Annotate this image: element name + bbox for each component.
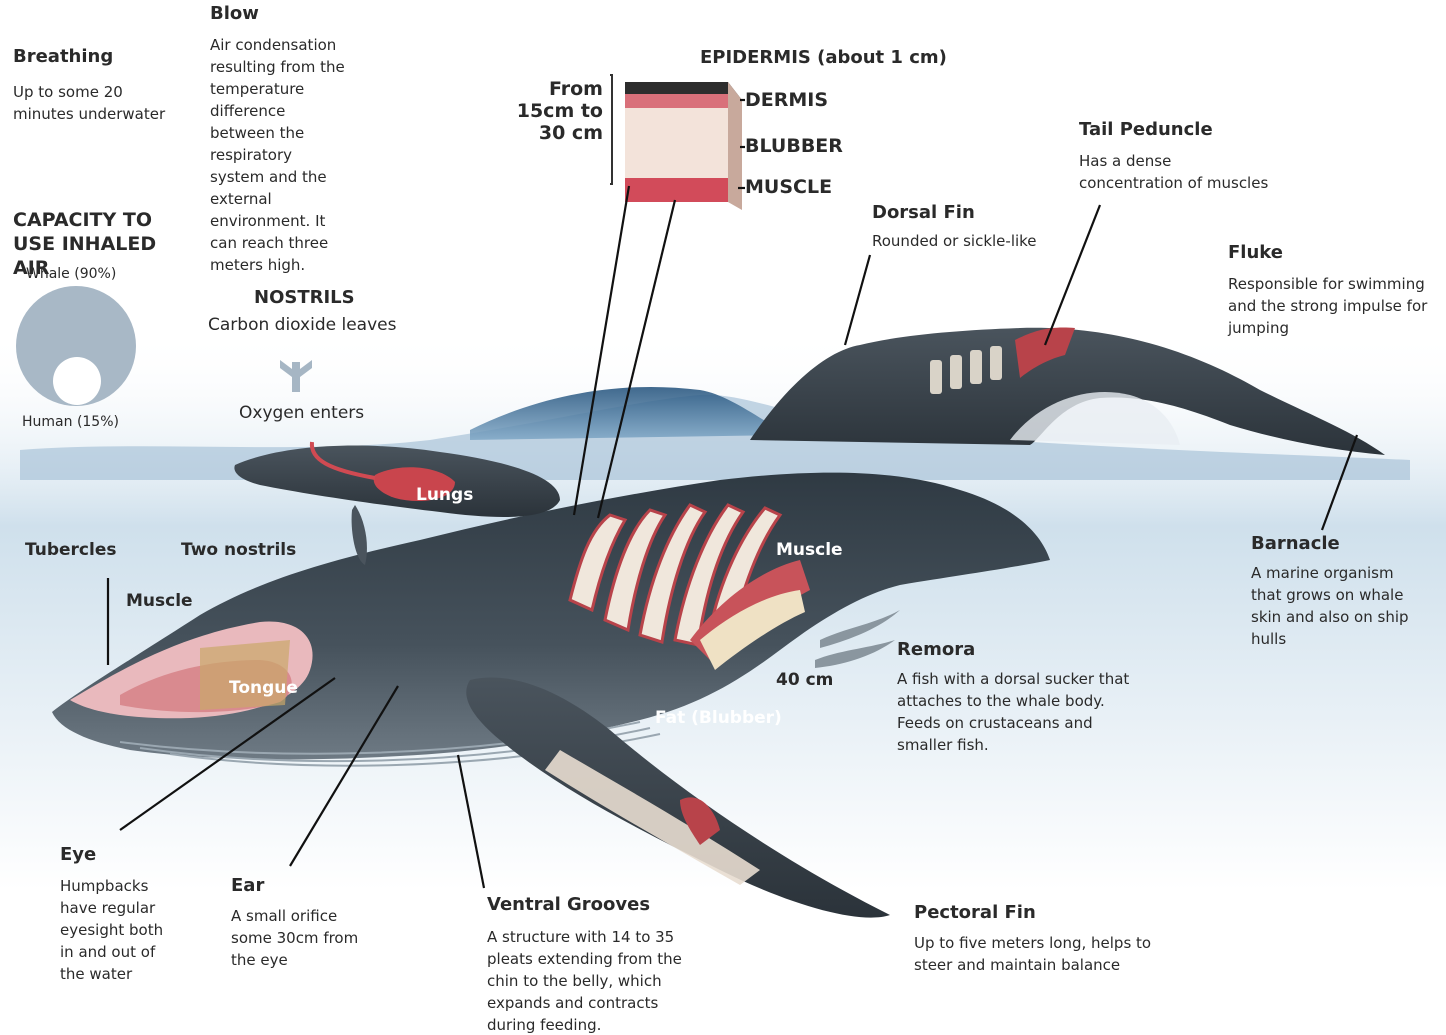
fluke-title: Fluke: [1228, 242, 1283, 264]
ear-title: Ear: [231, 875, 264, 897]
breathing-text: Up to some 20 minutes underwater: [13, 81, 173, 125]
remora-size: 40 cm: [776, 670, 833, 690]
epidermis-title: EPIDERMIS (about 1 cm): [700, 47, 947, 69]
pectoral-fin-text: Up to five meters long, helps to steer a…: [914, 932, 1154, 976]
breathing-title: Breathing: [13, 46, 113, 68]
epidermis-thickness: From 15cm to 30 cm: [515, 78, 603, 144]
baleen: [200, 640, 290, 710]
nostrils-out-text: Carbon dioxide leaves: [208, 314, 396, 336]
nostrils-in-text: Oxygen enters: [239, 402, 364, 424]
pectoral-fin-title: Pectoral Fin: [914, 902, 1036, 924]
fluke-text: Responsible for swimming and the strong …: [1228, 273, 1433, 339]
blow-text: Air condensation resulting from the temp…: [210, 34, 350, 276]
blow-title: Blow: [210, 3, 259, 25]
ventral-grooves-title: Ventral Grooves: [487, 894, 650, 916]
remora-text: A fish with a dorsal sucker that attache…: [897, 668, 1137, 756]
barnacle-title: Barnacle: [1251, 533, 1340, 555]
tongue-label: Tongue: [229, 678, 298, 698]
eye-title: Eye: [60, 844, 96, 866]
head-muscle-label: Muscle: [126, 591, 193, 611]
fat-label: Fat (Blubber): [655, 708, 782, 728]
skin-cross-section: [625, 82, 742, 210]
ventral-grooves-text: A structure with 14 to 35 pleats extendi…: [487, 926, 687, 1035]
epidermis-brace: [610, 75, 612, 184]
tubercles-label: Tubercles: [25, 540, 116, 560]
layer-dermis: DERMIS: [745, 89, 828, 111]
whale-capacity-label: Whale (90%): [26, 266, 116, 282]
two-nostrils-label: Two nostrils: [181, 540, 296, 560]
human-capacity-circle: [53, 357, 101, 405]
dorsal-fin-text: Rounded or sickle-like: [872, 230, 1037, 252]
barnacle-text: A marine organism that grows on whale sk…: [1251, 562, 1421, 650]
lungs-label: Lungs: [416, 485, 473, 505]
ear-text: A small orifice some 30cm from the eye: [231, 905, 366, 971]
layer-muscle: MUSCLE: [745, 176, 832, 198]
remora-title: Remora: [897, 639, 975, 661]
eye-text: Humpbacks have regular eyesight both in …: [60, 875, 180, 985]
tail-peduncle-title: Tail Peduncle: [1079, 119, 1213, 141]
body-muscle-label: Muscle: [776, 540, 843, 560]
human-capacity-label: Human (15%): [22, 414, 119, 430]
layer-blubber: BLUBBER: [745, 135, 843, 157]
dorsal-fin-title: Dorsal Fin: [872, 202, 975, 224]
nostrils-title: NOSTRILS: [254, 287, 355, 309]
tail-peduncle-text: Has a dense concentration of muscles: [1079, 150, 1279, 194]
